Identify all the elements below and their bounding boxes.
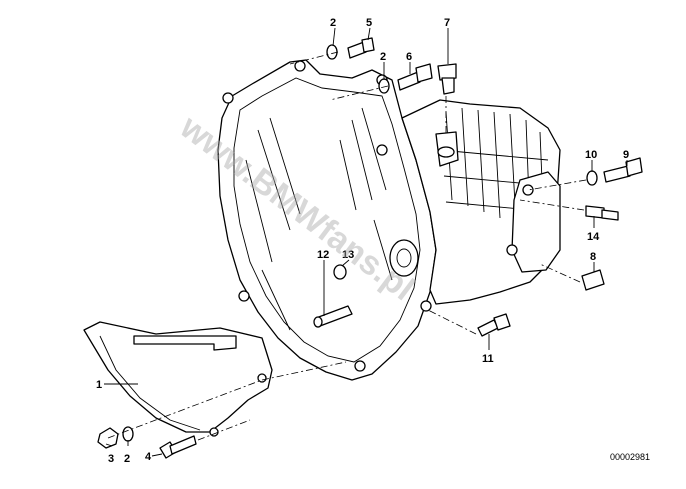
mount-boss-2 (294, 60, 306, 72)
plug-8 (581, 269, 605, 291)
callout-2-bottom: 2 (124, 453, 130, 465)
sleeve-13 (333, 264, 347, 280)
bolt-9 (603, 157, 643, 183)
washer-2-top (326, 44, 338, 60)
bell-housing-inner-rim (233, 77, 421, 363)
case-rear-flange (511, 171, 561, 273)
callout-11: 11 (482, 353, 494, 365)
bolt-4 (159, 435, 197, 459)
callout-2-top: 2 (330, 17, 336, 29)
callout-10: 10 (585, 149, 597, 161)
callout-1: 1 (96, 379, 102, 391)
cover-plate-hole-1 (257, 373, 267, 383)
mount-boss-1 (222, 92, 234, 104)
callout-6: 6 (406, 51, 412, 63)
rear-flange-boss (522, 184, 534, 196)
mount-boss-7 (420, 300, 432, 312)
bolt-11 (477, 313, 511, 337)
input-shaft-bore (389, 239, 419, 277)
callout-2-mid: 2 (380, 51, 386, 63)
document-number: 00002981 (610, 452, 650, 462)
callout-7: 7 (444, 17, 450, 29)
bolt-5 (347, 37, 375, 59)
bolt-6 (397, 63, 433, 91)
mount-boss-6 (354, 360, 366, 372)
transmission-case (401, 99, 561, 305)
bell-housing-ribs (245, 107, 393, 331)
input-shaft-bore-inner (396, 248, 412, 268)
callout-13: 13 (342, 249, 354, 261)
cover-plate-cutout (133, 335, 237, 351)
cover-plate-edge (99, 335, 201, 431)
dust-cover-plate (83, 321, 273, 437)
leader-lines (104, 27, 628, 457)
alignment-lines (107, 51, 587, 441)
callout-3: 3 (108, 453, 114, 465)
callout-9: 9 (623, 149, 629, 161)
mount-boss-5 (238, 290, 250, 302)
callout-12: 12 (317, 249, 329, 261)
bell-housing-flange (217, 59, 437, 381)
dowel-12 (313, 305, 353, 328)
mount-boss-4 (376, 144, 388, 156)
callout-4: 4 (145, 451, 152, 463)
callout-5: 5 (366, 17, 372, 29)
callout-8: 8 (590, 251, 596, 263)
callout-14: 14 (587, 231, 600, 243)
shift-tower-cap (437, 146, 455, 158)
cover-plate-hole-2 (209, 427, 219, 437)
washer-10 (586, 170, 598, 186)
switch-14 (585, 205, 619, 221)
plug-7 (437, 63, 457, 95)
case-boss-lower (506, 244, 518, 256)
callout-labels: 2 5 2 6 7 10 9 14 8 11 12 13 1 3 2 4 (96, 17, 629, 465)
